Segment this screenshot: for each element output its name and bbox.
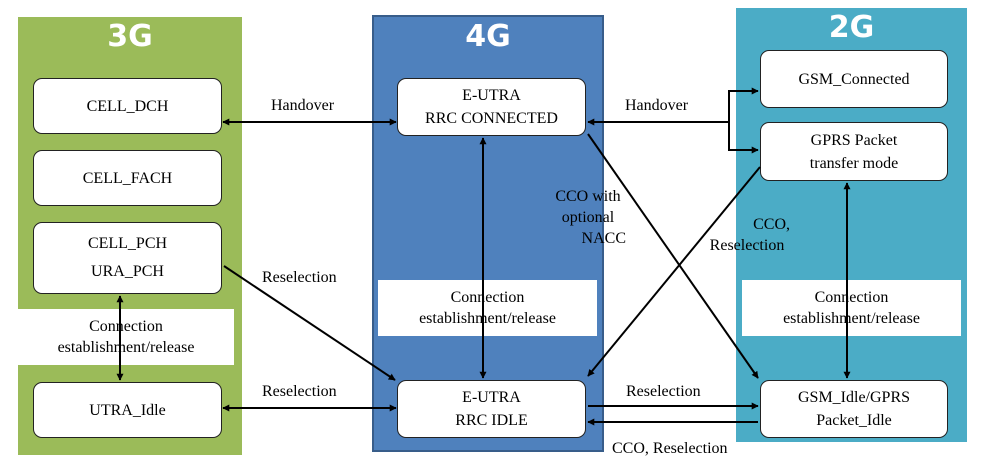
state-eutra-rrc-idle: E-UTRA RRC IDLE [397, 380, 586, 438]
label-cco-nacc-line3: NACC [581, 230, 626, 247]
label-cco-reselection-bottom: CCO, Reselection [612, 440, 728, 457]
arrow-cco-nacc [587, 133, 759, 379]
panel-4g-title: 4G [465, 19, 511, 54]
label-conn-3g-line1: Connection [89, 318, 163, 335]
label-reselection-idle-2g: Reselection [626, 383, 701, 400]
label-conn-4g-line1: Connection [450, 289, 525, 306]
label-conn-2g: Connection establishment/release [742, 287, 961, 329]
state-cell-ura-pch: CELL_PCH URA_PCH [33, 222, 222, 294]
label-conn-4g-line2: establishment/release [419, 310, 556, 327]
label-reselection-diag-3g: Reselection [262, 269, 337, 286]
label-conn-2g-line2: establishment/release [783, 310, 920, 327]
state-cell-fach: CELL_FACH [33, 150, 222, 206]
panel-3g-title: 3G [107, 19, 153, 54]
state-gprs-transfer-line2: transfer mode [809, 154, 899, 172]
state-utra-idle: UTRA_Idle [33, 382, 222, 438]
state-gprs-transfer-line1: GPRS Packet [810, 131, 898, 149]
label-conn-2g-line1: Connection [814, 289, 889, 306]
state-gsm-idle-line1: GSM_Idle/GPRS [797, 389, 911, 406]
conn-3g-label-bg [18, 309, 234, 365]
state-eutra-idle-line2: RRC IDLE [455, 412, 528, 429]
label-cco-nacc-line1: CCO with [555, 188, 621, 205]
state-ura-pch-label: URA_PCH [91, 263, 164, 280]
state-eutra-connected-line2: RRC CONNECTED [425, 110, 558, 127]
state-gsm-connected-label: GSM_Connected [798, 70, 910, 88]
state-utra-idle-label: UTRA_Idle [89, 401, 166, 419]
state-cell-dch: CELL_DCH [33, 78, 222, 134]
label-cco-nacc-line2: optional [561, 209, 615, 226]
conn-4g-label-bg [378, 280, 597, 336]
state-gsm-idle-gprs-packet-idle: GSM_Idle/GPRS Packet_Idle [760, 380, 948, 438]
state-cell-fach-label: CELL_FACH [82, 169, 173, 187]
conn-2g-label-bg [742, 280, 961, 336]
label-reselection-idle-3g: Reselection [262, 383, 337, 400]
state-eutra-idle-line1: E-UTRA [462, 389, 521, 406]
arrow-handover-bracket-2 [728, 122, 759, 154]
label-handover-right: Handover [625, 97, 689, 114]
state-gsm-connected: GSM_Connected [760, 50, 948, 108]
label-conn-3g-line2: establishment/release [57, 339, 195, 356]
label-cco-reselection-line2: Reselection [709, 237, 785, 254]
arrow-reselection-pch-to-eutra-idle [223, 265, 396, 381]
label-conn-4g: Connection establishment/release [378, 287, 597, 329]
panel-2g-title: 2G [828, 10, 875, 45]
state-eutra-connected-line1: E-UTRA [462, 87, 521, 104]
arrow-handover-bracket [728, 87, 759, 122]
label-handover-left: Handover [271, 97, 335, 114]
state-gsm-idle-line2: Packet_Idle [816, 412, 892, 429]
arrow-cco-reselection-diag [587, 166, 761, 377]
label-cco-nacc: CCO with optional NACC [548, 186, 628, 249]
state-gprs-packet-transfer: GPRS Packet transfer mode [760, 122, 948, 181]
state-cell-dch-label: CELL_DCH [86, 97, 169, 115]
label-cco-reselection: CCO, Reselection [700, 214, 794, 256]
label-cco-reselection-line1: CCO, [753, 216, 790, 233]
state-eutra-rrc-connected: E-UTRA RRC CONNECTED [397, 78, 586, 136]
state-cell-pch-label: CELL_PCH [87, 235, 168, 252]
label-conn-3g: Connection establishment/release [18, 316, 234, 358]
